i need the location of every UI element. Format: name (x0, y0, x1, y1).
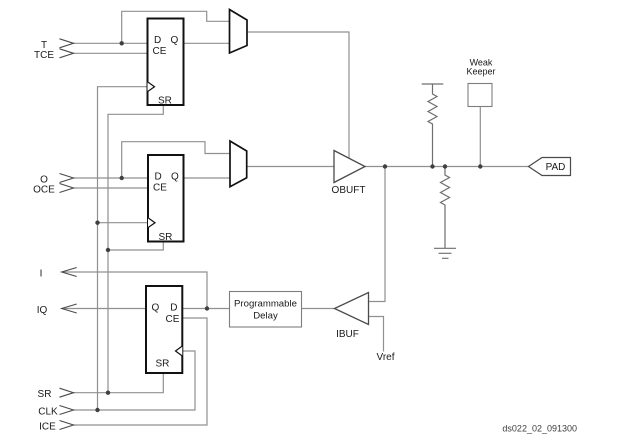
weak-keeper-box (467, 82, 493, 108)
input-chevron-icon-tce (59, 48, 76, 59)
mux1 (228, 7, 248, 55)
io-markers (59, 38, 77, 431)
iff-box (145, 285, 184, 374)
signal-label-oce: OCE (33, 185, 55, 196)
prog-delay-box (228, 290, 303, 328)
iff-pin-d: D (170, 302, 177, 313)
weak-keeper-label-line2: Keeper (466, 67, 495, 77)
iff-pin-ce: CE (166, 314, 180, 325)
junction-dot (204, 306, 210, 311)
ibuf-buffer (332, 291, 370, 326)
tff-pin-ce: CE (153, 46, 167, 57)
iff-pin-sr: SR (156, 359, 170, 370)
pullup-resistor (426, 84, 439, 167)
signal-label-clk: CLK (38, 407, 58, 418)
junction-dot (105, 247, 111, 253)
obuft-buffer (333, 149, 367, 184)
signal-label-o: O (40, 175, 48, 186)
junction-dots (95, 41, 483, 413)
iff-pin-q: Q (152, 302, 160, 313)
wire-pad-to-ibuf (368, 166, 386, 303)
input-chevron-icon-sr (59, 387, 76, 398)
junction-dot (105, 390, 111, 395)
wire-sr-input (73, 373, 164, 394)
input-chevron-icon-t (59, 38, 76, 49)
prog-delay-label-line1: Programmable (234, 299, 297, 310)
prog-delay-label-line2: Delay (253, 311, 278, 322)
components (145, 7, 572, 374)
ground-icon (434, 247, 456, 259)
junction-dot (382, 164, 388, 169)
input-chevron-icon-ice (59, 419, 76, 431)
junction-dot (95, 407, 100, 413)
wire-i-output (61, 271, 208, 309)
junction-dot (95, 220, 100, 225)
signal-label-sr: SR (38, 389, 52, 400)
junction-dot (430, 164, 435, 169)
output-arrow-icon-iq (59, 303, 77, 314)
off-pin-q: Q (171, 172, 179, 183)
wire-clk-input (73, 350, 196, 411)
off-pin-ce: CE (153, 182, 167, 193)
pulldown-resistor (439, 166, 451, 249)
wire-vref-stub (368, 315, 385, 352)
iff-clock-edge-icon (174, 345, 183, 357)
input-chevron-icon-oce (59, 182, 76, 194)
ibuf-label: IBUF (336, 329, 359, 340)
junction-dot (119, 175, 124, 181)
labels: T TCE O OCE I IQ SR CLK ICE D Q CE SR D … (33, 35, 577, 434)
vref-label: Vref (377, 352, 395, 363)
passives (421, 83, 456, 259)
tff-clock-edge-icon (147, 81, 156, 93)
tff-pin-sr: SR (158, 96, 172, 107)
tff-pin-q: Q (171, 35, 179, 46)
input-chevron-icon-clk (59, 404, 76, 416)
pad-symbol (527, 156, 572, 177)
input-chevron-icon-o (59, 172, 76, 184)
signal-label-iq: IQ (37, 305, 48, 316)
wire-clk-vertical (96, 86, 148, 410)
signal-label-i: I (40, 269, 43, 280)
pad-label: PAD (546, 162, 566, 173)
tff-box (146, 17, 185, 106)
junction-dot (119, 41, 124, 46)
signal-label-t: T (41, 40, 47, 51)
wire-t-bypass (121, 10, 230, 44)
junction-dot (478, 164, 483, 169)
wire-o-bypass (121, 141, 230, 178)
output-arrow-icon-i (59, 266, 77, 278)
signal-label-ice: ICE (39, 422, 56, 433)
tff-pin-d: D (154, 35, 161, 46)
wires (61, 10, 529, 426)
off-pin-sr: SR (159, 232, 173, 243)
wire-sr-vertical (107, 105, 164, 393)
junction-dot (442, 164, 448, 169)
off-pin-d: D (155, 172, 162, 183)
wire-mux1-out-tristate (247, 31, 350, 158)
signal-label-tce: TCE (34, 50, 54, 61)
obuft-label: OBUFT (332, 185, 366, 196)
figure-watermark: ds022_02_091300 (502, 424, 577, 434)
weak-keeper-label-line1: Weak (470, 58, 493, 68)
wire-ice-input (73, 317, 208, 426)
off-clock-edge-icon (147, 217, 157, 229)
mux2 (229, 139, 248, 189)
wire-sr-ff2-stub (108, 241, 164, 251)
off-box (147, 154, 185, 243)
